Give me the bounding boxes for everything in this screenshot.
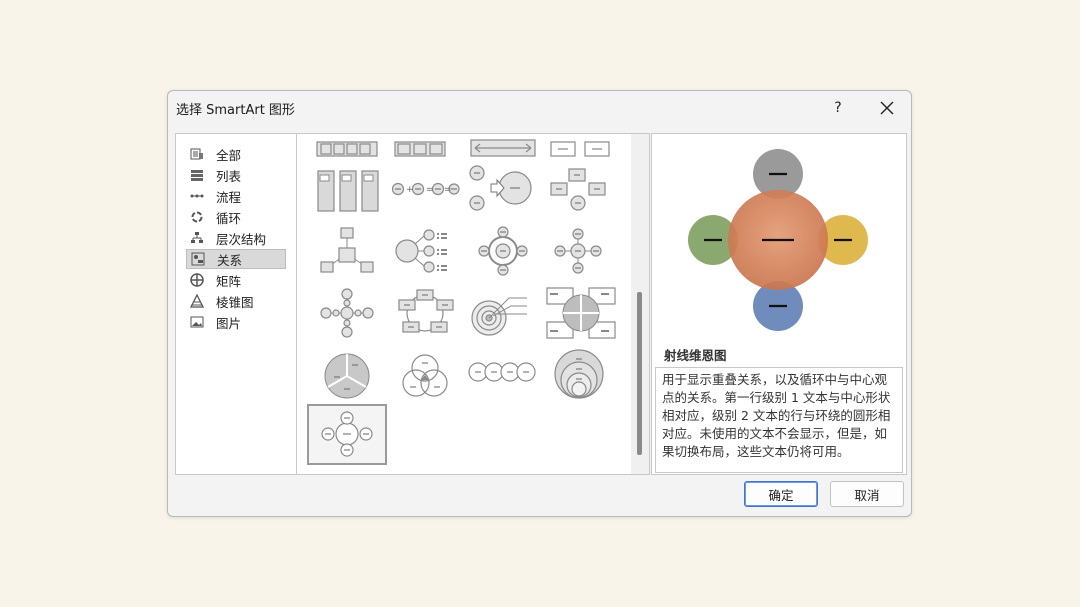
category-list: 全部 列表 流程 循环 层次结构 关系 矩阵 棱锥图 bbox=[175, 133, 297, 475]
process-icon bbox=[190, 189, 204, 203]
category-item-all[interactable]: 全部 bbox=[186, 144, 286, 164]
layout-thumbnail[interactable] bbox=[387, 347, 463, 405]
pyramid-icon bbox=[190, 294, 204, 308]
picture-icon bbox=[190, 315, 204, 329]
layout-thumbnail[interactable] bbox=[465, 284, 541, 342]
category-item-process[interactable]: 流程 bbox=[186, 186, 286, 206]
close-icon bbox=[880, 101, 894, 115]
layout-thumbnail[interactable] bbox=[543, 161, 619, 219]
category-item-list[interactable]: 列表 bbox=[186, 165, 286, 185]
category-label: 循环 bbox=[216, 210, 242, 226]
layout-thumbnail[interactable] bbox=[543, 222, 619, 280]
category-item-pyramid[interactable]: 棱锥图 bbox=[186, 291, 286, 311]
close-button[interactable] bbox=[872, 94, 902, 122]
layout-thumbnail[interactable] bbox=[309, 134, 385, 164]
dialog-titlebar: 选择 SmartArt 图形 ? bbox=[168, 91, 911, 125]
layout-thumbnail[interactable] bbox=[387, 222, 463, 280]
category-label: 关系 bbox=[217, 252, 243, 268]
category-item-hierarchy[interactable]: 层次结构 bbox=[186, 228, 286, 248]
list-icon bbox=[190, 168, 204, 182]
layout-thumbnail[interactable] bbox=[465, 134, 541, 164]
relationship-icon bbox=[191, 252, 205, 266]
matrix-icon bbox=[190, 273, 204, 287]
preview-panel: 射线维恩图 用于显示重叠关系，以及循环中与中心观点的关系。第一行级别 1 文本与… bbox=[651, 133, 907, 475]
gallery-scrollbar-thumb[interactable] bbox=[637, 292, 642, 455]
category-item-matrix[interactable]: 矩阵 bbox=[186, 270, 286, 290]
layout-thumbnail-radial-venn[interactable] bbox=[307, 404, 387, 465]
category-item-relationship[interactable]: 关系 bbox=[186, 249, 286, 269]
category-label: 棱锥图 bbox=[216, 294, 254, 310]
category-label: 层次结构 bbox=[216, 231, 267, 247]
help-button[interactable]: ? bbox=[834, 100, 842, 116]
dialog-title: 选择 SmartArt 图形 bbox=[176, 103, 295, 118]
hierarchy-icon bbox=[190, 231, 204, 245]
category-label: 流程 bbox=[216, 189, 242, 205]
layout-thumbnail[interactable]: + = = bbox=[387, 161, 463, 219]
category-item-cycle[interactable]: 循环 bbox=[186, 207, 286, 227]
category-label: 图片 bbox=[216, 315, 242, 331]
category-item-picture[interactable]: 图片 bbox=[186, 312, 286, 332]
svg-text:=: = bbox=[426, 185, 434, 195]
category-label: 全部 bbox=[216, 147, 242, 163]
layout-thumbnail[interactable] bbox=[465, 161, 541, 219]
svg-text:=: = bbox=[444, 185, 452, 195]
layout-name: 射线维恩图 bbox=[664, 348, 727, 363]
ok-button[interactable]: 确定 bbox=[744, 481, 818, 507]
layout-thumbnail[interactable] bbox=[543, 284, 619, 342]
layout-thumbnail[interactable] bbox=[309, 284, 385, 342]
layout-thumbnail[interactable] bbox=[465, 347, 541, 405]
layout-thumbnail[interactable] bbox=[387, 134, 463, 164]
all-icon bbox=[190, 147, 204, 161]
layout-thumbnail[interactable] bbox=[309, 347, 385, 405]
category-label: 列表 bbox=[216, 168, 242, 184]
category-label: 矩阵 bbox=[216, 273, 242, 289]
layout-gallery: + = = bbox=[297, 133, 650, 475]
layout-thumbnail[interactable] bbox=[465, 222, 541, 280]
layout-thumbnail[interactable] bbox=[309, 161, 385, 219]
layout-description: 用于显示重叠关系，以及循环中与中心观点的关系。第一行级别 1 文本与中心形状相对… bbox=[655, 367, 903, 473]
cancel-button[interactable]: 取消 bbox=[830, 481, 904, 507]
svg-text:+: + bbox=[406, 185, 414, 195]
cycle-icon bbox=[190, 210, 204, 224]
layout-thumbnail[interactable] bbox=[543, 134, 619, 164]
layout-thumbnail[interactable] bbox=[387, 284, 463, 342]
layout-thumbnail[interactable] bbox=[309, 222, 385, 280]
smartart-dialog: 选择 SmartArt 图形 ? 全部 列表 流程 循环 层次结构 关系 bbox=[167, 90, 912, 517]
radial-venn-preview bbox=[688, 149, 868, 331]
layout-thumbnail[interactable] bbox=[543, 347, 619, 405]
